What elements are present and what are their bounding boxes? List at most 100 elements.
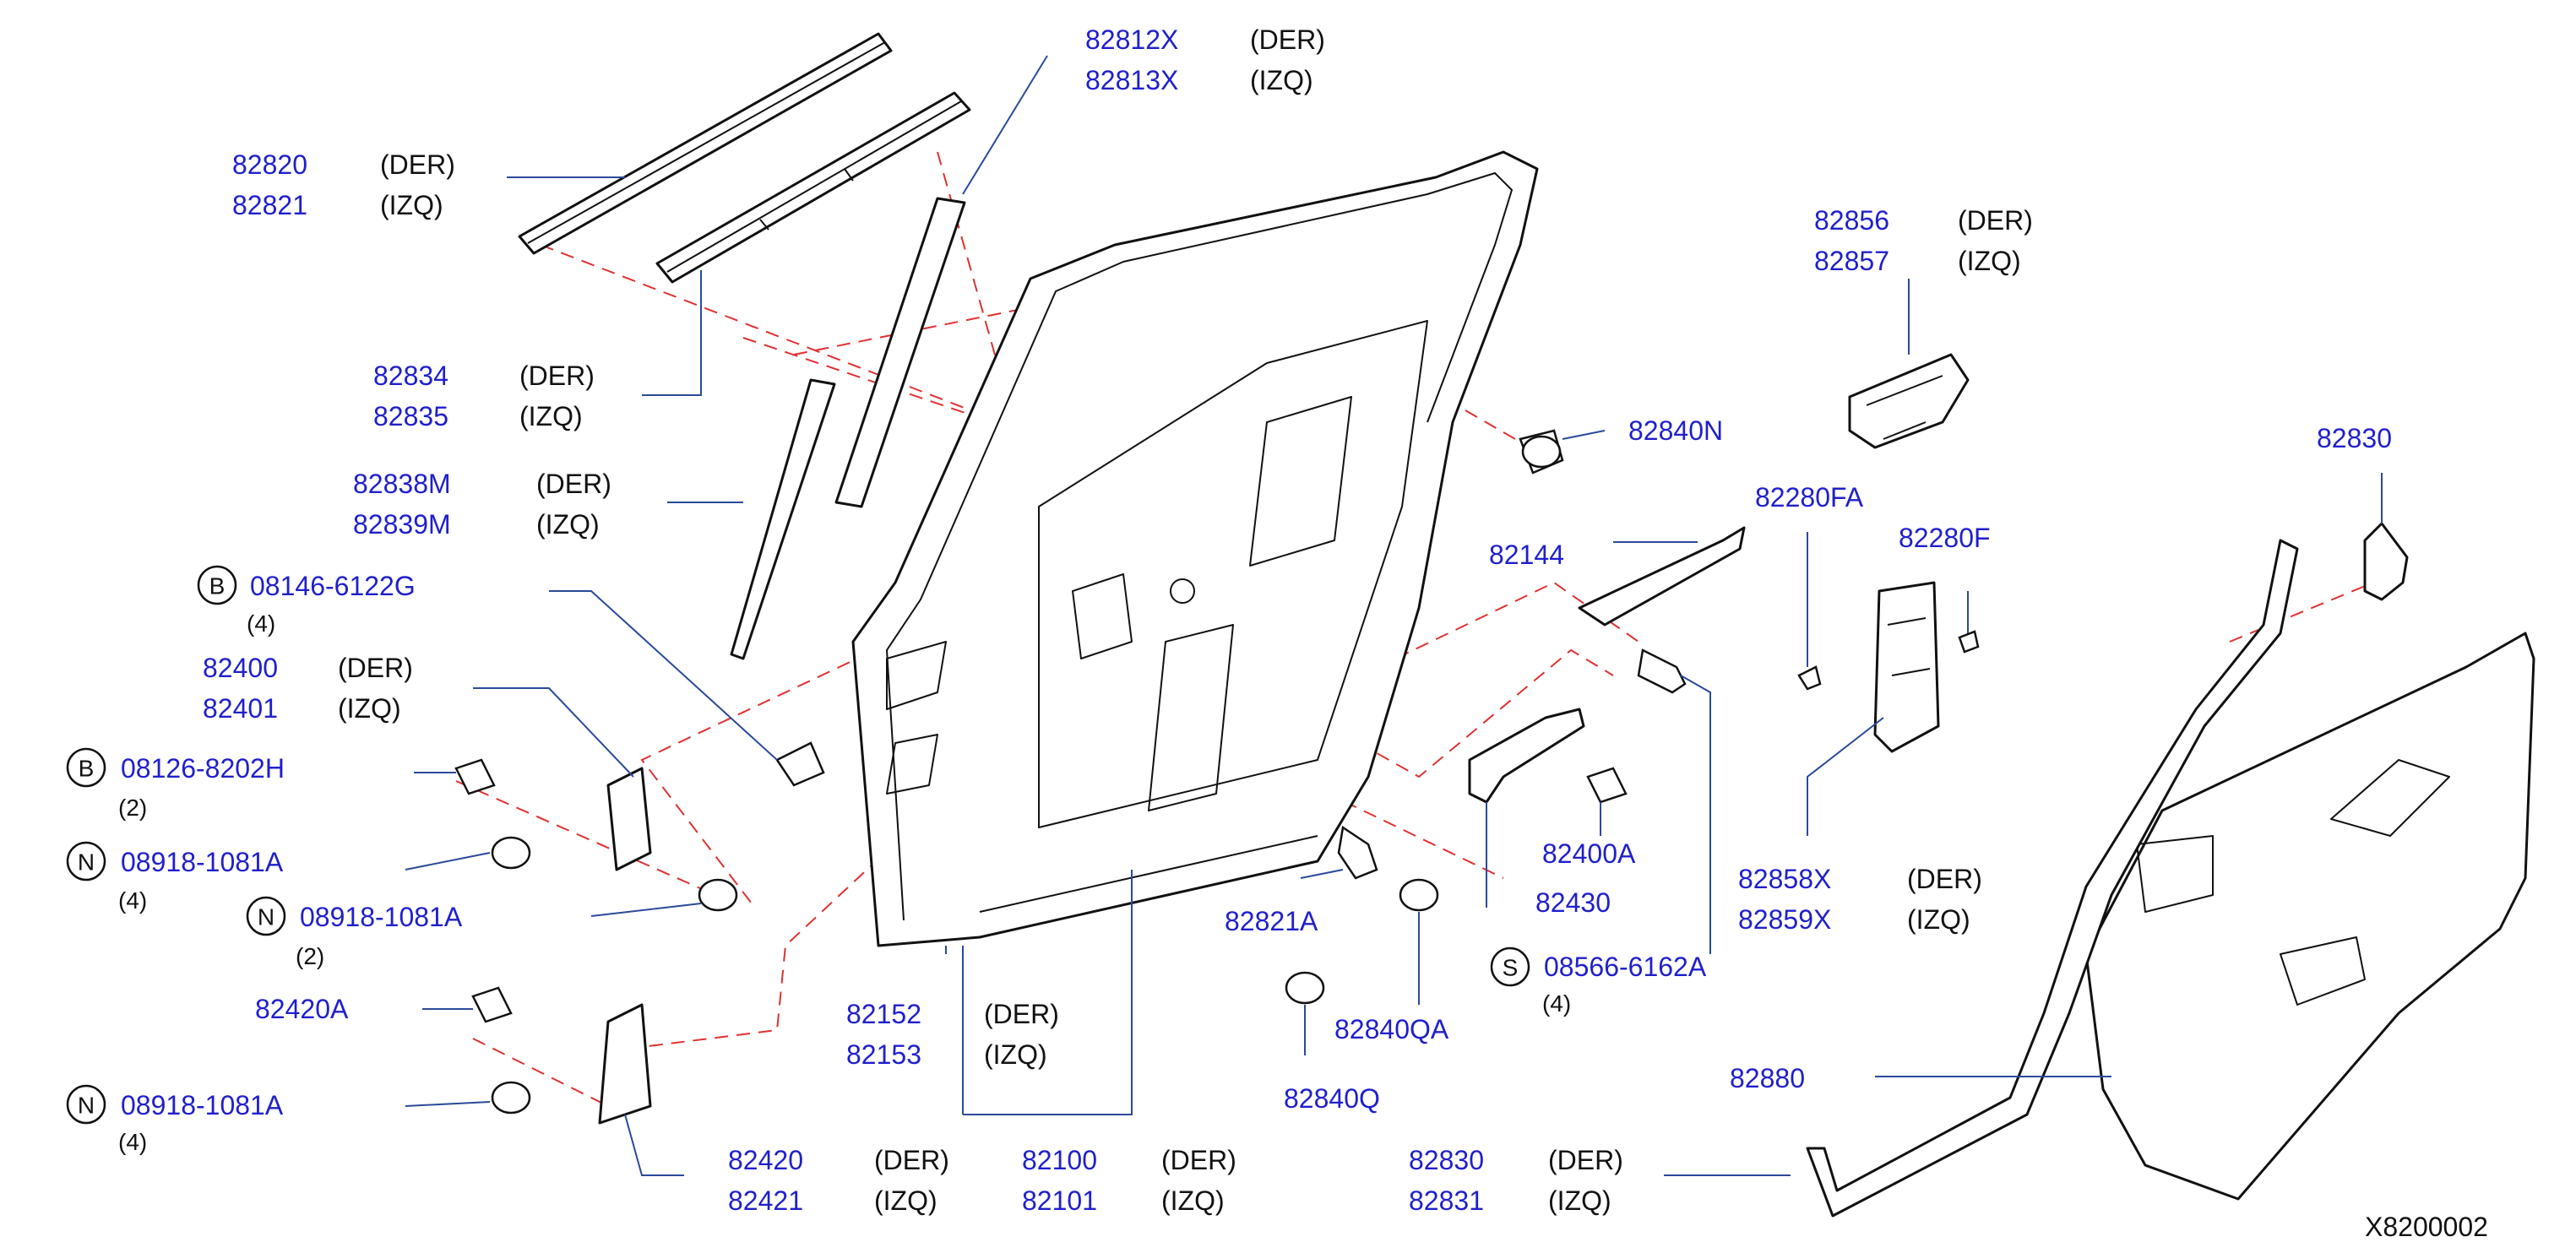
part-number-08566-6162A[interactable]: 08566-6162A — [1544, 952, 1707, 982]
prefix-letter-s: S — [1503, 955, 1519, 981]
part-number-82820[interactable]: 82820 — [232, 149, 307, 180]
part-number-82420[interactable]: 82420 — [728, 1145, 803, 1175]
side-label-der: (DER) — [1548, 1145, 1623, 1175]
part-number-82812X[interactable]: 82812X — [1085, 24, 1178, 55]
side-label-izq: (IZQ) — [1250, 65, 1313, 95]
upper-hinge-part — [606, 767, 652, 871]
part-number-08126-8202H[interactable]: 08126-8202H — [121, 753, 285, 784]
screw-08566-part — [1637, 648, 1687, 694]
side-label-der: (DER) — [984, 999, 1059, 1029]
side-label-der: (DER) — [536, 469, 611, 499]
prefix-circle-b — [197, 565, 237, 605]
side-label-izq: (IZQ) — [1907, 904, 1970, 935]
grommet-82840N-part — [1519, 429, 1564, 475]
part-number-82280F[interactable]: 82280F — [1899, 523, 1991, 553]
side-label-izq: (IZQ) — [1161, 1185, 1225, 1216]
side-label-izq: (IZQ) — [536, 509, 600, 540]
side-label-der: (DER) — [874, 1145, 949, 1175]
sash-cover-part — [834, 197, 966, 508]
part-number-82830-corner[interactable]: 82830 — [2317, 423, 2392, 453]
inside-handle-bracket-part — [1848, 353, 1970, 449]
prefix-letter-n: N — [78, 1093, 95, 1119]
part-number-82430[interactable]: 82430 — [1535, 887, 1611, 918]
prefix-circle-b — [66, 747, 106, 788]
nut-08918b-part — [698, 878, 738, 912]
part-number-82152[interactable]: 82152 — [846, 999, 921, 1029]
prefix-letter-b: B — [79, 756, 95, 782]
part-number-82400[interactable]: 82400 — [203, 653, 278, 683]
pull-handle-82144-part — [1578, 526, 1746, 626]
prefix-circle-s — [1490, 947, 1530, 987]
side-label-izq: (IZQ) — [338, 693, 401, 724]
quantity-label: (4) — [247, 610, 275, 637]
part-number-82838M[interactable]: 82838M — [353, 469, 451, 499]
side-label-izq: (IZQ) — [874, 1185, 937, 1216]
plug-82840Q-part — [1285, 971, 1325, 1005]
part-number-82421[interactable]: 82421 — [728, 1185, 803, 1216]
part-number-82834[interactable]: 82834 — [373, 361, 448, 391]
plug-82840QA-part — [1399, 878, 1439, 912]
prefix-circle-n — [246, 896, 286, 936]
part-number-82880[interactable]: 82880 — [1730, 1063, 1805, 1093]
part-number-82813X[interactable]: 82813X — [1085, 65, 1178, 95]
part-number-82857[interactable]: 82857 — [1814, 246, 1889, 276]
side-label-izq: (IZQ) — [380, 190, 443, 220]
side-label-izq: (IZQ) — [1958, 246, 2021, 276]
lower-hinge-part — [598, 1003, 652, 1125]
door-check-part — [1468, 708, 1585, 804]
side-label-izq: (IZQ) — [1548, 1185, 1611, 1216]
part-number-82859X[interactable]: 82859X — [1738, 904, 1831, 935]
bolt-08146-part — [775, 741, 825, 787]
part-number-82831[interactable]: 82831 — [1409, 1185, 1484, 1216]
division-channel-part — [730, 378, 836, 660]
door-shell-part — [851, 150, 1539, 947]
part-number-82840N[interactable]: 82840N — [1628, 415, 1723, 446]
part-number-82821[interactable]: 82821 — [232, 190, 307, 220]
part-number-82856[interactable]: 82856 — [1814, 205, 1889, 236]
part-number-82144[interactable]: 82144 — [1489, 540, 1564, 570]
prefix-circle-n — [66, 841, 106, 881]
part-number-82101[interactable]: 82101 — [1022, 1185, 1097, 1216]
part-number-08918-1081A[interactable]: 08918-1081A — [300, 902, 463, 932]
part-number-82821A[interactable]: 82821A — [1225, 906, 1318, 936]
diagram-code: X8200002 — [2365, 1212, 2488, 1242]
part-number-82830[interactable]: 82830 — [1409, 1145, 1484, 1175]
corner-cover-82830-part — [2363, 522, 2409, 601]
part-number-82840Q[interactable]: 82840Q — [1284, 1083, 1380, 1114]
prefix-letter-n: N — [258, 904, 274, 930]
screw-82821A-part — [1337, 825, 1378, 880]
side-label-der: (DER) — [1958, 205, 2033, 236]
quantity-label: (4) — [118, 1129, 147, 1155]
quantity-label: (4) — [1542, 990, 1571, 1017]
nut-08918a-part — [491, 836, 531, 870]
part-number-08918-1081A[interactable]: 08918-1081A — [121, 1090, 284, 1120]
bolt-82420A-part — [471, 986, 513, 1023]
side-label-izq: (IZQ) — [984, 1039, 1047, 1070]
prefix-letter-b: B — [209, 573, 226, 599]
part-number-82420A[interactable]: 82420A — [255, 994, 349, 1024]
quantity-label: (2) — [296, 943, 324, 969]
side-label-der: (DER) — [1161, 1145, 1236, 1175]
side-label-der: (DER) — [338, 653, 413, 683]
clip-82280F-part — [1958, 630, 1980, 654]
side-label-der: (DER) — [380, 149, 455, 180]
part-number-08146-6122G[interactable]: 08146-6122G — [250, 571, 416, 601]
door-trim-panel-part — [2084, 632, 2535, 1201]
part-number-82400A[interactable]: 82400A — [1542, 838, 1636, 869]
part-number-82858X[interactable]: 82858X — [1738, 864, 1831, 894]
side-label-izq: (IZQ) — [519, 401, 583, 431]
part-number-82401[interactable]: 82401 — [203, 693, 278, 724]
clip-82280FA-part — [1797, 665, 1822, 691]
leader-lines — [405, 55, 2383, 1176]
part-number-82100[interactable]: 82100 — [1022, 1145, 1097, 1175]
part-number-82153[interactable]: 82153 — [846, 1039, 921, 1070]
prefix-circle-n — [66, 1084, 106, 1125]
part-number-82835[interactable]: 82835 — [373, 401, 448, 431]
part-number-08918-1081A[interactable]: 08918-1081A — [121, 847, 284, 877]
part-number-82839M[interactable]: 82839M — [353, 509, 451, 540]
part-number-82840QA[interactable]: 82840QA — [1334, 1014, 1449, 1044]
prefix-letter-n: N — [78, 849, 95, 876]
bolt-08126-part — [454, 758, 496, 795]
part-number-82280FA[interactable]: 82280FA — [1755, 482, 1864, 513]
